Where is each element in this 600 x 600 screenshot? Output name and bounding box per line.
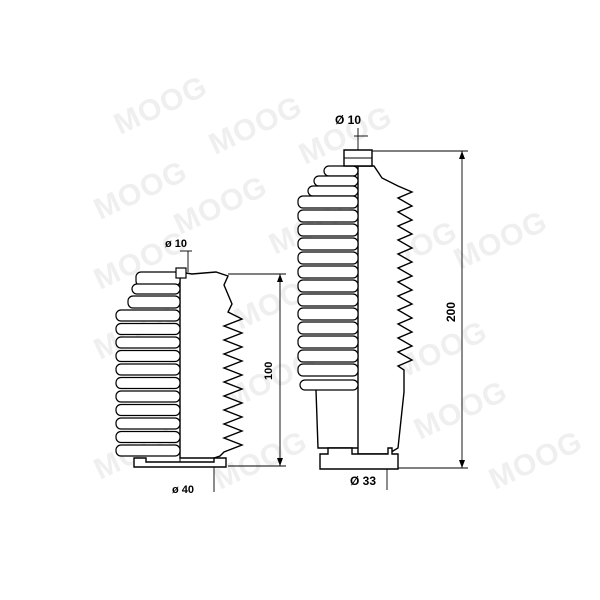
fold-ring <box>297 349 359 363</box>
fold-ring <box>299 379 359 391</box>
left-boot-outline <box>179 271 244 459</box>
fold-ring <box>131 283 181 295</box>
watermark-text: MOOG <box>109 70 213 142</box>
fold-ring <box>115 336 181 349</box>
fold-ring <box>297 293 359 307</box>
right-dimensions: Ø 10 Ø 33 200 <box>335 113 468 490</box>
left-boot-neck <box>175 267 187 279</box>
fold-ring <box>115 322 181 336</box>
fold-ring <box>297 363 359 377</box>
right-boot-lower-sleeve <box>315 389 358 449</box>
left-boot-left-folds <box>115 271 181 457</box>
fold-ring <box>297 321 359 335</box>
fold-ring <box>323 165 359 177</box>
fold-ring <box>115 417 181 430</box>
fold-ring <box>297 307 359 321</box>
fold-ring <box>115 390 181 403</box>
left-length-label: 100 <box>263 362 275 380</box>
fold-ring <box>313 175 359 187</box>
fold-ring <box>297 335 359 349</box>
left-boot-bottom-flange <box>133 457 227 468</box>
right-top-diameter-label: Ø 10 <box>335 113 361 127</box>
left-dimensions: ø 10 ø 40 100 <box>165 238 286 496</box>
right-boot-left-folds <box>297 165 359 449</box>
fold-ring <box>297 265 359 279</box>
fold-ring <box>115 363 181 376</box>
watermark-text: MOOG <box>204 90 308 162</box>
fold-ring <box>307 185 359 197</box>
left-length-arrow-top <box>277 274 283 282</box>
left-length-arrow-bottom <box>277 458 283 466</box>
watermark-text: MOOG <box>449 205 553 277</box>
left-boot <box>115 267 244 468</box>
left-top-diameter-label: ø 10 <box>165 238 187 250</box>
right-boot <box>297 149 414 470</box>
right-bottom-diameter-label: Ø 33 <box>350 474 376 488</box>
fold-ring <box>297 237 359 251</box>
fold-ring <box>115 430 181 444</box>
right-boot-base <box>319 447 399 470</box>
fold-ring <box>297 209 359 223</box>
right-length-arrow-top <box>459 151 465 159</box>
fold-ring <box>297 195 359 209</box>
fold-ring <box>297 279 359 293</box>
fold-ring <box>115 349 181 363</box>
fold-ring <box>115 309 181 322</box>
right-boot-outline <box>357 165 414 455</box>
fold-ring <box>115 444 181 457</box>
left-bottom-diameter-label: ø 40 <box>172 484 194 496</box>
fold-ring <box>115 403 181 417</box>
fold-ring <box>127 295 181 309</box>
fold-ring <box>297 251 359 265</box>
right-length-arrow-bottom <box>459 460 465 468</box>
watermark-text: MOOG <box>409 375 513 447</box>
fold-ring <box>297 223 359 237</box>
right-length-label: 200 <box>444 302 458 322</box>
watermark-text: MOOG <box>484 425 588 497</box>
fold-ring <box>115 376 181 390</box>
